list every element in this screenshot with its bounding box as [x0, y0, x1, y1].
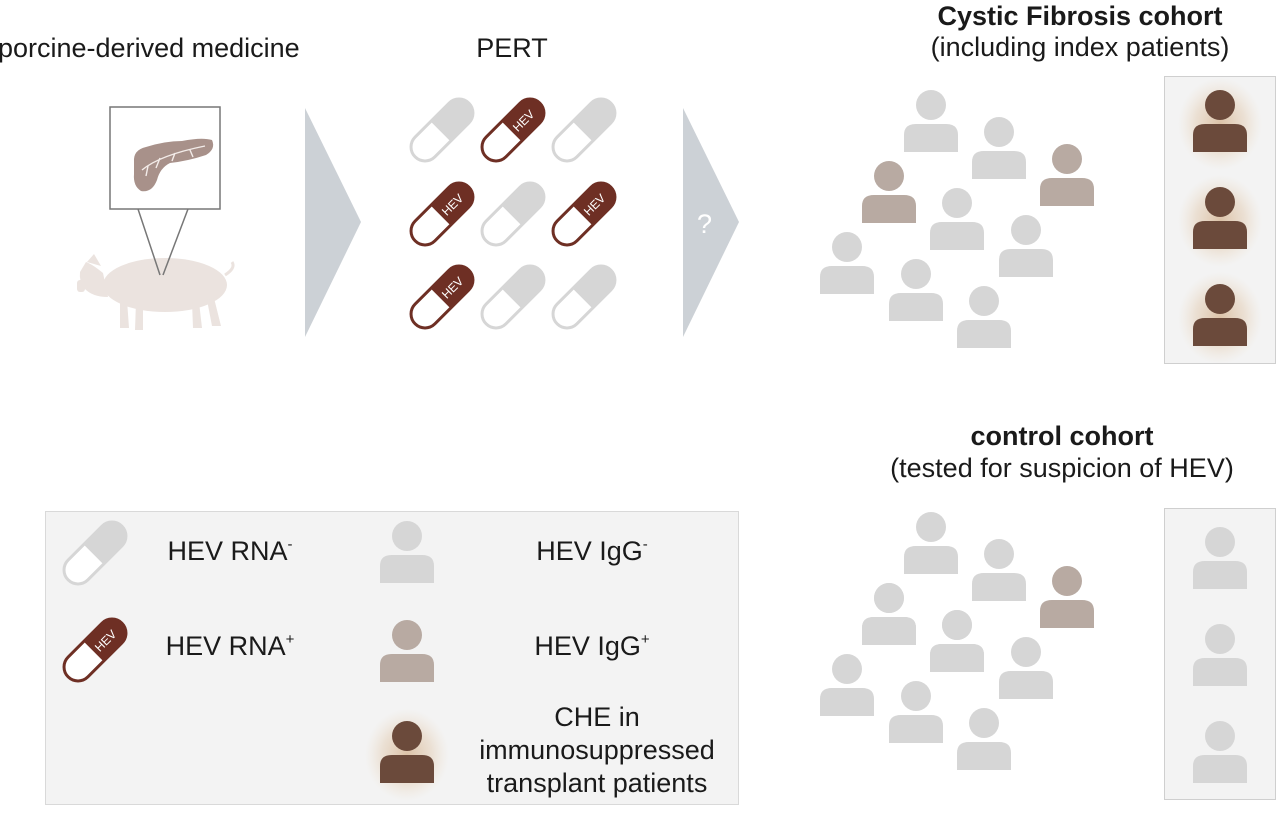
legend-rna-positive-label: HEV RNA+ [150, 630, 310, 662]
legend-rna-negative-label: HEV RNA- [150, 535, 310, 567]
cf-person-negative [972, 117, 1026, 179]
pert-pill-negative [480, 264, 546, 330]
control-person-negative [862, 583, 916, 645]
legend-person-che-icon [365, 709, 449, 801]
legend-rna-positive-text: HEV RNA [165, 631, 286, 661]
pancreas-callout [109, 106, 221, 276]
legend-person-negative-icon [380, 521, 434, 583]
pert-pill-positive: HEV [409, 181, 475, 247]
cf-cohort-people [820, 90, 1094, 348]
legend-rna-negative-text: HEV RNA [167, 536, 288, 566]
control-person-negative [972, 539, 1026, 601]
arrow-question-mark: ? [697, 209, 713, 239]
control-person-negative [999, 637, 1053, 699]
control-side-patients [1193, 527, 1247, 783]
cf-cohort-subtitle: (including index patients) [930, 32, 1230, 62]
cf-cohort-title: Cystic Fibrosis cohort [937, 1, 1223, 31]
cf-person-negative [930, 188, 984, 250]
control-cohort-people [820, 512, 1094, 770]
cf-index-patient-che [1178, 175, 1262, 267]
cf-person-negative [889, 259, 943, 321]
legend-rna-positive-sup: + [285, 631, 295, 648]
cf-index-patients [1178, 78, 1262, 364]
control-person-positive [1040, 566, 1094, 628]
pancreas-icon [133, 138, 214, 192]
legend-icons: HEV [62, 520, 449, 801]
legend-rna-negative-sup: - [287, 536, 293, 553]
pert-pill-negative [551, 264, 617, 330]
arrow-to-cohorts [683, 108, 739, 337]
control-side-patient-negative [1193, 527, 1247, 589]
pert-pill-negative [409, 97, 475, 163]
control-person-negative [820, 654, 874, 716]
legend-igg-positive-label: HEV IgG+ [512, 630, 672, 662]
legend-che-line2: immunosuppressed [479, 735, 715, 765]
pert-pill-positive: HEV [551, 181, 617, 247]
pert-pill-positive: HEV [409, 264, 475, 330]
control-person-negative [930, 610, 984, 672]
control-side-patient-negative [1193, 721, 1247, 783]
pert-pill-negative [480, 181, 546, 247]
legend-che-line3: transplant patients [486, 768, 708, 798]
control-side-patient-negative [1193, 624, 1247, 686]
control-person-negative [889, 681, 943, 743]
control-person-negative [904, 512, 958, 574]
control-cohort-subtitle: (tested for suspicion of HEV) [890, 453, 1234, 483]
medicine-heading: porcine-derived medicine [0, 33, 300, 63]
legend-igg-positive-sup: + [640, 631, 650, 648]
cf-person-negative [999, 215, 1053, 277]
pert-heading: PERT [476, 33, 548, 63]
pig-icon [77, 254, 235, 330]
cf-index-patient-che [1178, 78, 1262, 170]
legend-igg-negative-sup: - [642, 536, 648, 553]
cf-person-negative [820, 232, 874, 294]
cf-person-positive [1040, 144, 1094, 206]
legend-pill-positive-icon: HEV [62, 617, 128, 683]
cf-person-negative [957, 286, 1011, 348]
pert-pill-positive: HEV [480, 97, 546, 163]
legend-igg-negative-text: HEV IgG [536, 536, 643, 566]
legend-igg-negative-label: HEV IgG- [512, 535, 672, 567]
arrow-to-pert [305, 108, 361, 337]
legend-igg-positive-text: HEV IgG [534, 631, 641, 661]
legend-che-line1: CHE in [554, 702, 640, 732]
pert-pill-negative [551, 97, 617, 163]
control-cohort-title: control cohort [970, 421, 1154, 451]
legend-pill-negative-icon [62, 520, 128, 586]
cf-person-positive [862, 161, 916, 223]
cf-person-negative [904, 90, 958, 152]
cf-index-patient-che [1178, 272, 1262, 364]
legend-person-positive-icon [380, 620, 434, 682]
control-person-negative [957, 708, 1011, 770]
